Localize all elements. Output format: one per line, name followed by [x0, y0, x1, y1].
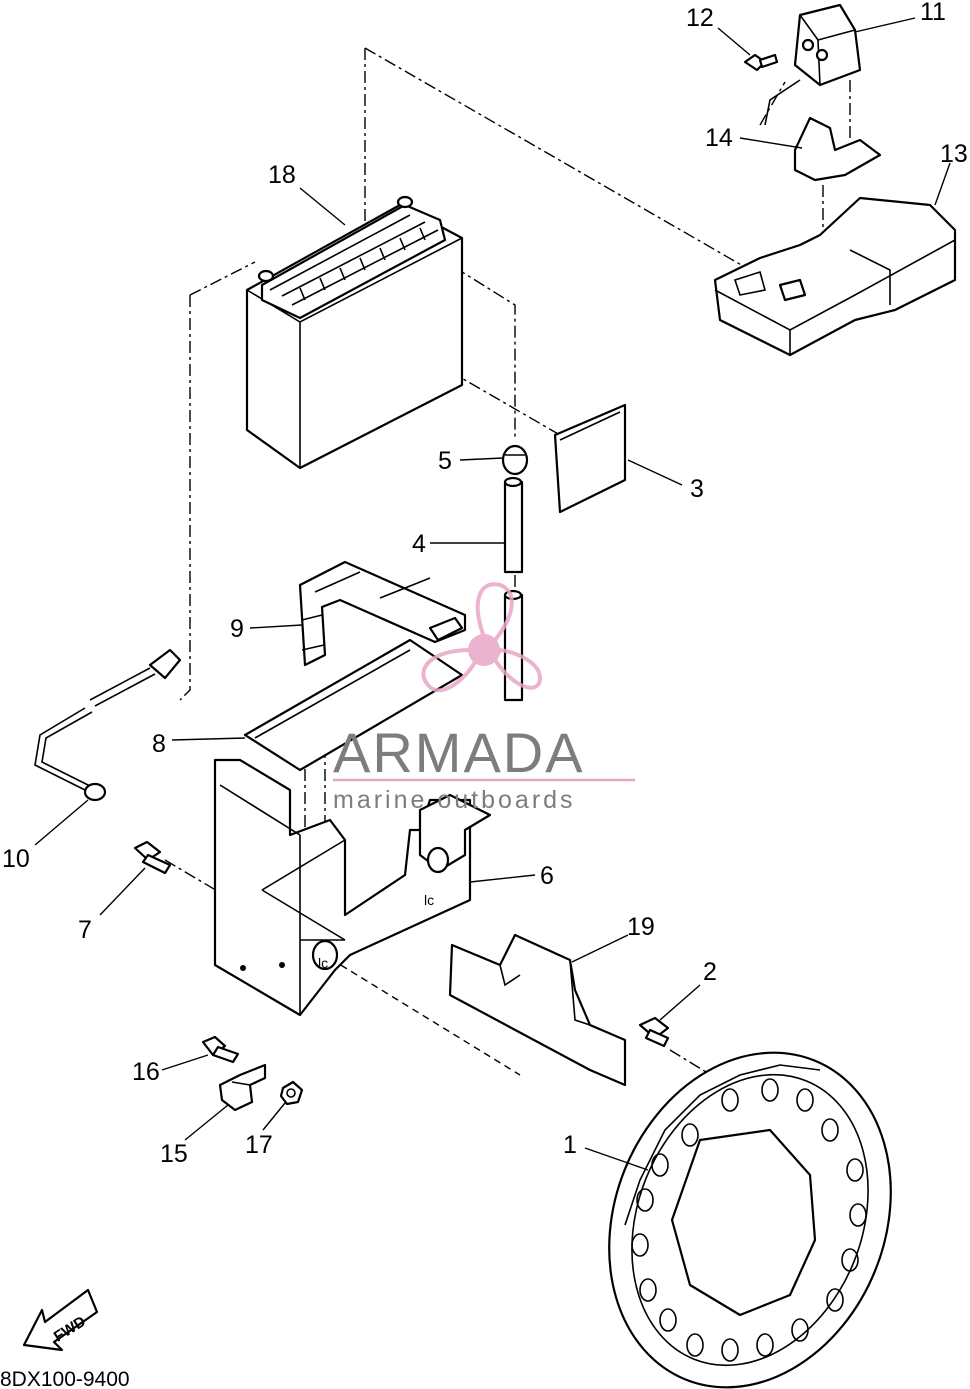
battery-part: [245, 195, 464, 470]
callout-11: 11: [920, 0, 946, 26]
callout-8: 8: [152, 730, 166, 758]
callout-3: 3: [690, 475, 704, 503]
plate-part: [243, 638, 464, 772]
earth-lead-part: [34, 648, 182, 802]
callout-19: 19: [627, 913, 655, 941]
callout-16: 16: [132, 1058, 160, 1086]
svg-text:lc: lc: [318, 955, 328, 971]
pad-part: [553, 403, 627, 514]
clamp-part-15: [218, 1063, 267, 1112]
cap-part: [501, 444, 529, 476]
breather-pipe-part: [503, 476, 524, 702]
callout-10: 10: [2, 845, 30, 873]
callout-17: 17: [245, 1131, 273, 1159]
callout-12: 12: [686, 4, 714, 32]
callout-7: 7: [78, 916, 92, 944]
relay-part: [764, 3, 862, 126]
callout-15: 15: [160, 1140, 188, 1168]
fwd-arrow-icon: FWD: [22, 1288, 99, 1352]
battery-band-part: [298, 560, 467, 667]
callout-9: 9: [230, 615, 244, 643]
cover-part-13: [713, 196, 957, 357]
callout-6: 6: [540, 862, 554, 890]
callout-13: 13: [940, 140, 968, 168]
bolt-part-16: [201, 1035, 240, 1064]
bolt-part-7: [133, 840, 172, 875]
svg-text:lc: lc: [424, 892, 434, 908]
callout-14: 14: [705, 124, 733, 152]
armada-watermark: ARMADA marine outboards: [333, 582, 635, 814]
leader-lines: [34, 17, 951, 1171]
callout-1: 1: [563, 1131, 577, 1159]
callout-5: 5: [438, 447, 452, 475]
bolt-part-2: [638, 1016, 670, 1048]
screw-part-12: [743, 53, 779, 72]
drawing-code: 8DX100-9400: [0, 1368, 130, 1389]
propeller-logo-icon: [421, 582, 543, 693]
watermark-subtitle: marine outboards: [333, 786, 576, 814]
bracket-part-14: [793, 116, 882, 182]
sprocket-disc-part: [608, 1051, 892, 1389]
battery-box-part: lc lc: [213, 758, 492, 1017]
nut-part-17: [279, 1080, 304, 1106]
cover-sheet-part: [448, 933, 627, 1087]
callout-labels: 1 2 3 4 5 6 7 8 9 10 11 12 13 14 15 16 1…: [2, 0, 968, 1168]
callout-2: 2: [703, 958, 717, 986]
watermark-title: ARMADA: [333, 721, 585, 784]
callout-18: 18: [268, 161, 296, 189]
callout-4: 4: [412, 530, 426, 558]
